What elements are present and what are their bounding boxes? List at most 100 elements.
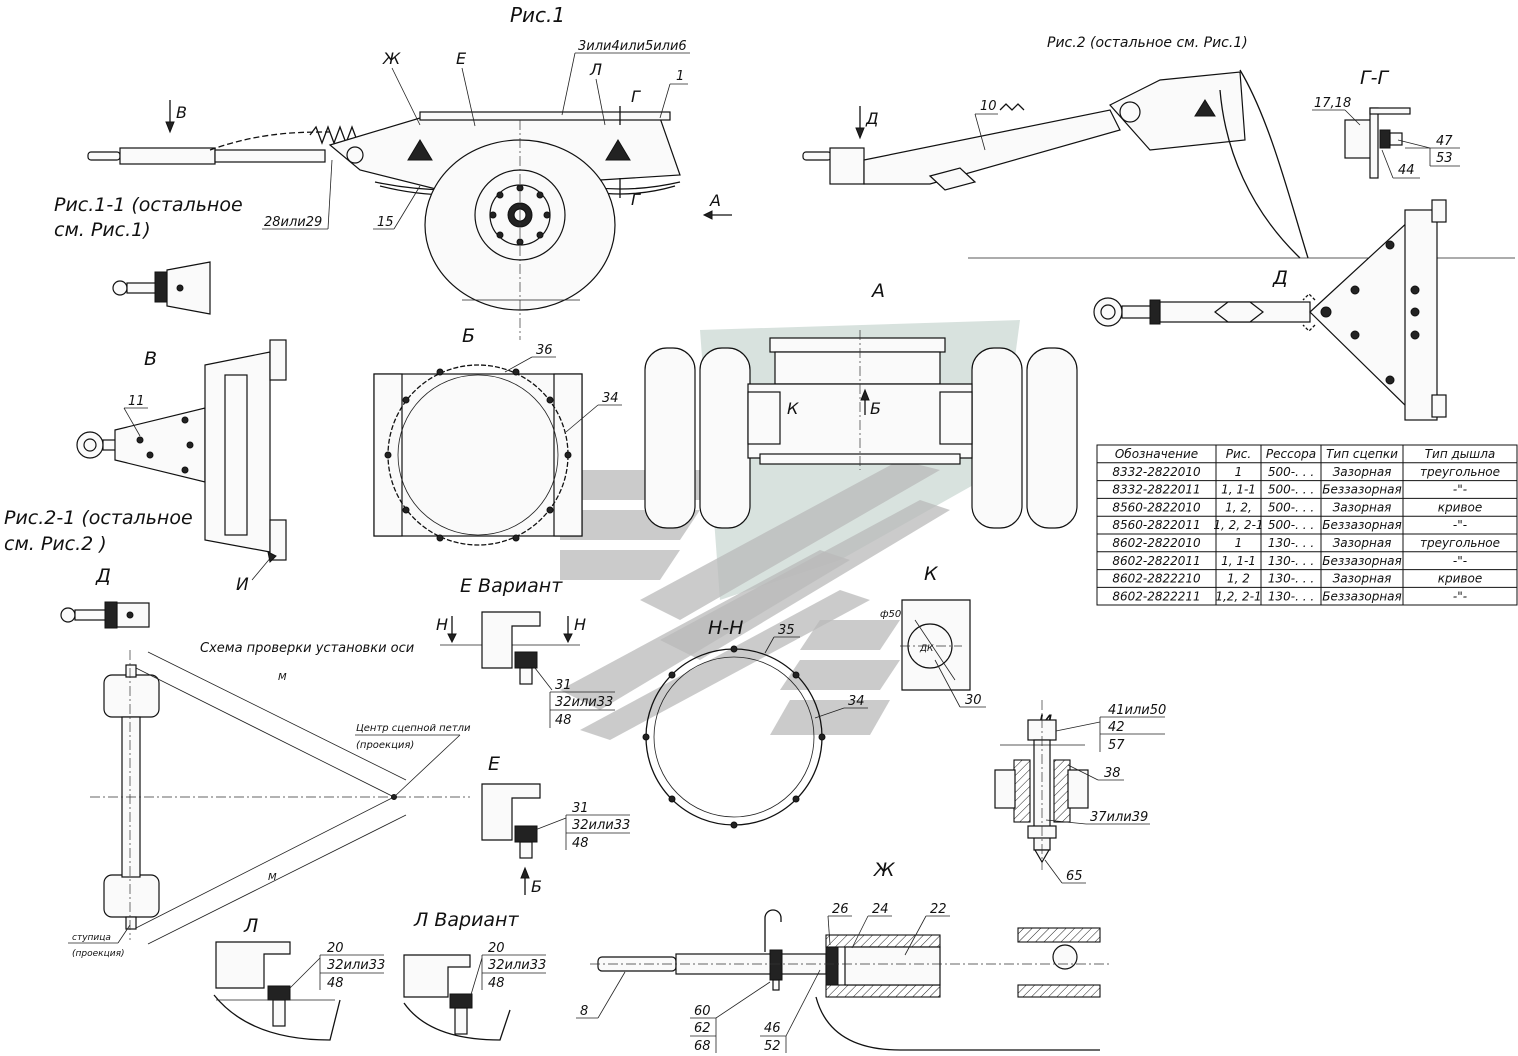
view-v-title: В: [144, 348, 157, 370]
table-cell: Беззазорная: [1322, 518, 1402, 532]
zh-callout-22: 22: [930, 902, 947, 917]
callout-l: Л: [589, 60, 602, 79]
view-a-title: А: [870, 280, 885, 302]
view-l-variant-title: Л Вариант: [413, 909, 519, 931]
table-cell: 130-. . .: [1268, 589, 1314, 603]
zh-callout-46: 46: [764, 1021, 781, 1036]
table-header-cell: Рис.: [1226, 447, 1251, 461]
i-callout-37: 37или39: [1090, 810, 1148, 825]
view-l: Л 20 32или33 48: [213, 915, 385, 1041]
callout-53: 53: [1436, 151, 1453, 166]
table-header-cell: Тип дышла: [1425, 447, 1496, 461]
table-cell: 1: [1235, 536, 1243, 550]
k-callout-30: 30: [965, 693, 982, 708]
table-cell: 1, 2: [1227, 572, 1250, 586]
zh-callout-62: 62: [694, 1021, 711, 1036]
table-cell: 500-. . .: [1268, 518, 1314, 532]
table-cell: 8602-2822011: [1112, 554, 1200, 568]
view-b-callout-34: 34: [602, 391, 619, 406]
table-cell: 130-. . .: [1268, 572, 1314, 586]
table-cell: кривое: [1438, 572, 1482, 586]
view-b-callout-36: 36: [536, 343, 553, 358]
scheme-title: Схема проверки установки оси: [200, 641, 414, 656]
view-e: Е 31 32или33 48 Б: [481, 753, 630, 896]
view-e-variant: Е Вариант Н Н 31 32или33 48: [436, 575, 615, 728]
axle-check-scheme: Схема проверки установки оси М М Центр с…: [68, 641, 471, 959]
view-e-title: Е: [488, 753, 500, 775]
callout-1: 1: [676, 69, 684, 84]
scheme-m-bottom: М: [268, 872, 277, 883]
callout-10: 10: [980, 99, 997, 114]
callout-44: 44: [1398, 163, 1415, 178]
callout-zh: Ж: [382, 49, 401, 68]
table-cell: Беззазорная: [1322, 554, 1402, 568]
e-callout-48: 48: [572, 836, 589, 851]
section-n-n-title: Н-Н: [708, 617, 743, 639]
l-callout-20: 20: [327, 941, 344, 956]
e-callout-32: 32или33: [572, 818, 630, 833]
zh-callout-8: 8: [580, 1004, 588, 1019]
table-cell: Беззазорная: [1322, 589, 1402, 603]
callout-parts-3-6: 3или4или5или6: [578, 39, 687, 54]
callout-15: 15: [377, 215, 394, 230]
fig2-side-view: Рис.2 (остальное см. Рис.1) Д 10: [802, 35, 1515, 259]
e-var-callout-31: 31: [555, 678, 572, 693]
i-callout-57: 57: [1108, 738, 1125, 753]
fig2-1-title-line1: Рис.2-1 (остальное: [4, 507, 193, 529]
table-cell: 8332-2822010: [1112, 465, 1201, 479]
fig1-1-title-line1: Рис.1-1 (остальное: [54, 194, 243, 216]
i-callout-41: 41или50: [1108, 703, 1166, 718]
table-cell: 1, 1-1: [1221, 554, 1256, 568]
view-v: В 11 И: [76, 339, 287, 595]
table-cell: Зазорная: [1333, 536, 1392, 550]
table-cell: кривое: [1438, 500, 1482, 514]
callout-28-29: 28или29: [264, 215, 322, 230]
table-cell: 8602-2822010: [1112, 536, 1201, 550]
zh-callout-26: 26: [832, 902, 849, 917]
view-k-title: К: [924, 563, 939, 585]
arrow-d-label: Д: [865, 109, 879, 128]
table-cell: 8602-2822210: [1112, 572, 1201, 586]
scheme-hub-line2: (проекция): [72, 949, 125, 959]
view-v-callout-11: 11: [128, 394, 145, 409]
scheme-center-line2: (проекция): [356, 740, 414, 751]
e-callout-31: 31: [572, 801, 589, 816]
view-a-callout-b: Б: [870, 399, 881, 418]
table-cell: треугольное: [1420, 465, 1500, 479]
table-cell: 1, 1-1: [1221, 483, 1256, 497]
view-a-callout-k: К: [787, 399, 799, 418]
view-d2-title: Д: [95, 565, 111, 587]
table-cell: -"-: [1453, 518, 1467, 532]
e-var-n-right: Н: [574, 615, 586, 634]
view-d-title: Д: [1272, 267, 1288, 289]
table-cell: -"-: [1453, 589, 1467, 603]
view-k: К ф50 ДК 30: [880, 563, 986, 708]
table-header-cell: Обозначение: [1115, 447, 1198, 461]
e-var-n-left: Н: [436, 615, 448, 634]
table-cell: 1,2, 2-1: [1215, 589, 1261, 603]
k-diameter: ф50: [880, 609, 901, 620]
section-g-g: Г-Г 17,18 47 53 44: [1312, 67, 1460, 179]
arrow-v-label: В: [176, 103, 187, 122]
view-b: Б 36 34: [373, 325, 622, 546]
table-cell: -"-: [1453, 554, 1467, 568]
table-cell: 1, 2, 2-1: [1213, 518, 1263, 532]
table-cell: 8560-2822011: [1112, 518, 1200, 532]
fig2-title: Рис.2 (остальное см. Рис.1): [1047, 35, 1248, 51]
i-callout-42: 42: [1108, 720, 1125, 735]
table-cell: треугольное: [1420, 536, 1500, 550]
view-i: И 41или50 42 57 38 37или39 65: [994, 700, 1166, 884]
i-callout-65: 65: [1066, 869, 1083, 884]
view-b-title: Б: [462, 325, 475, 347]
k-dk: ДК: [919, 644, 934, 654]
scheme-m-top: М: [278, 672, 287, 683]
view-zh-title: Ж: [873, 859, 896, 881]
fig1-1-title-line2: см. Рис.1): [54, 219, 151, 241]
n-n-callout-35: 35: [778, 623, 795, 638]
view-a-front: А К Б: [644, 280, 1078, 529]
fig2-1-title-line2: см. Рис.2 ): [4, 533, 107, 555]
i-callout-38: 38: [1104, 766, 1121, 781]
table-cell: Зазорная: [1333, 500, 1392, 514]
table-cell: -"-: [1453, 483, 1467, 497]
table-cell: 500-. . .: [1268, 500, 1314, 514]
